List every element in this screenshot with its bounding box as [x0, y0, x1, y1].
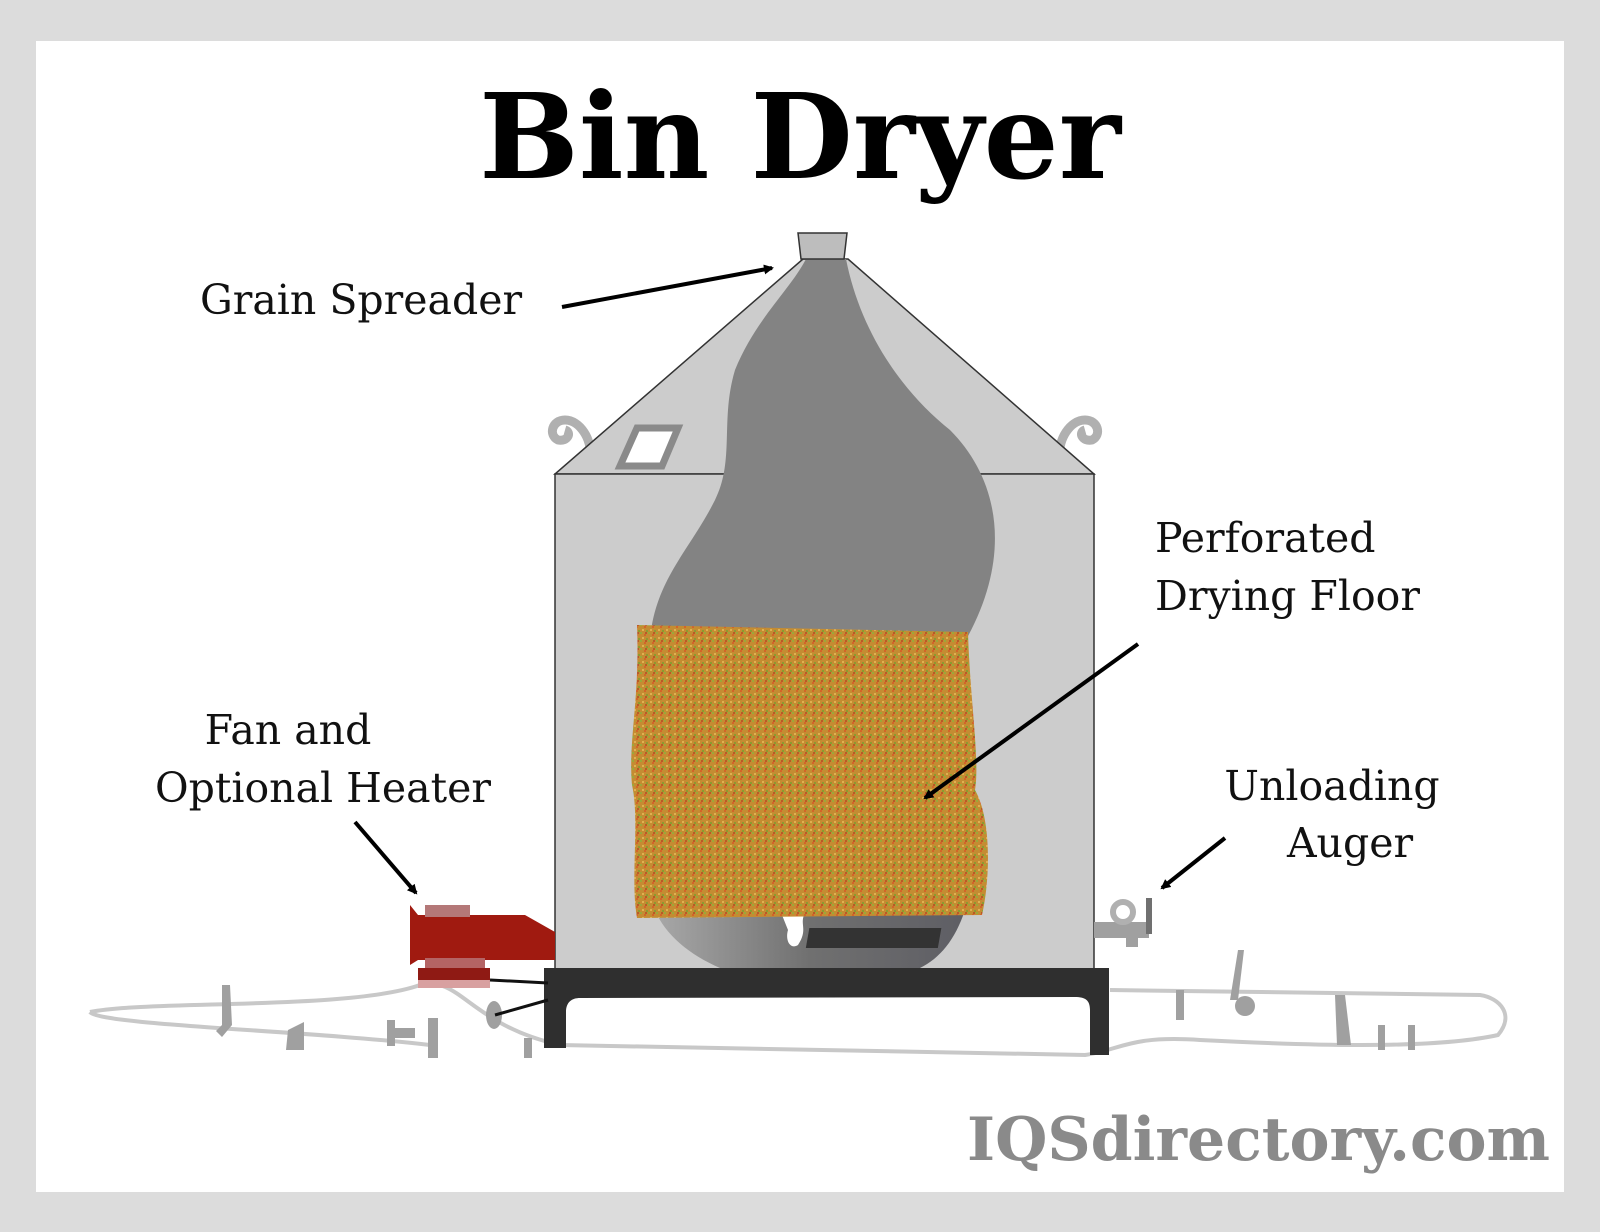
arrow-grain-spreader — [561, 264, 774, 309]
label-perforated-line1: Perforated — [1155, 514, 1376, 562]
label-auger-line2: Auger — [1286, 819, 1414, 867]
grain-spreader — [797, 232, 848, 260]
unloading-auger — [1094, 898, 1152, 947]
fan-heater — [410, 905, 555, 1017]
label-fan-line2: Optional Heater — [155, 764, 491, 812]
label-auger-line1: Unloading — [1224, 762, 1439, 810]
label-fan-line1: Fan and — [205, 706, 372, 754]
watermark: IQSdirectory.com — [967, 1105, 1550, 1175]
arrow-perforated-floor — [923, 642, 1140, 800]
roof-hook-left — [547, 415, 595, 456]
bin-stand — [544, 968, 1109, 1055]
perforated-drying-floor — [805, 928, 942, 948]
grain-pile — [650, 259, 995, 650]
arrow-auger — [1160, 836, 1227, 890]
roof-hook-right — [1055, 415, 1103, 456]
grain-bed — [631, 625, 988, 918]
diagram-title: Bin Dryer — [479, 67, 1123, 206]
ground-debris — [216, 950, 1415, 1058]
label-perforated-line2: Drying Floor — [1155, 572, 1420, 620]
arrow-fan — [353, 820, 418, 895]
roof-hatch — [614, 424, 684, 470]
floor-drip — [782, 915, 804, 947]
label-grain-spreader: Grain Spreader — [200, 276, 522, 324]
